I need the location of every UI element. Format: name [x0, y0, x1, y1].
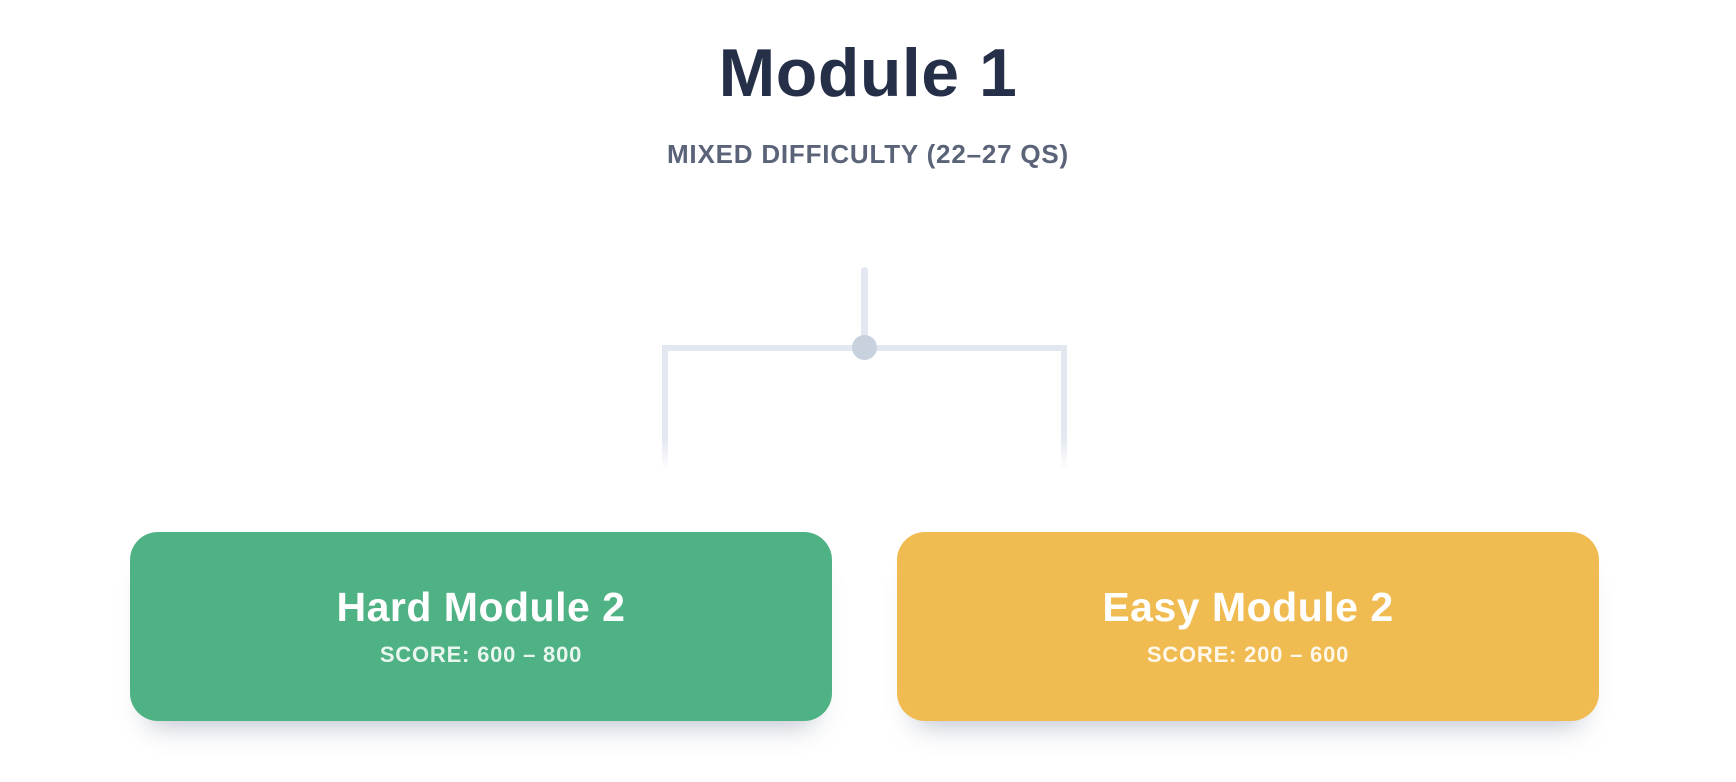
- connector-left-drop-line: [662, 345, 668, 469]
- module-card-title: Hard Module 2: [336, 584, 626, 630]
- page-title: Module 1: [718, 35, 1018, 111]
- connector-junction-dot: [852, 335, 877, 360]
- module-card-hard: Hard Module 2 SCORE: 600 – 800: [130, 532, 832, 721]
- connector-right-drop-line: [1061, 345, 1067, 469]
- module-card-easy: Easy Module 2 SCORE: 200 – 600: [897, 532, 1599, 721]
- module-card-title: Easy Module 2: [1102, 584, 1394, 630]
- module-card-score: SCORE: 200 – 600: [1146, 642, 1350, 667]
- page-subtitle: MIXED DIFFICULTY (22–27 QS): [666, 139, 1070, 169]
- module-card-score: SCORE: 600 – 800: [379, 642, 583, 667]
- connector-stem-line: [861, 267, 868, 348]
